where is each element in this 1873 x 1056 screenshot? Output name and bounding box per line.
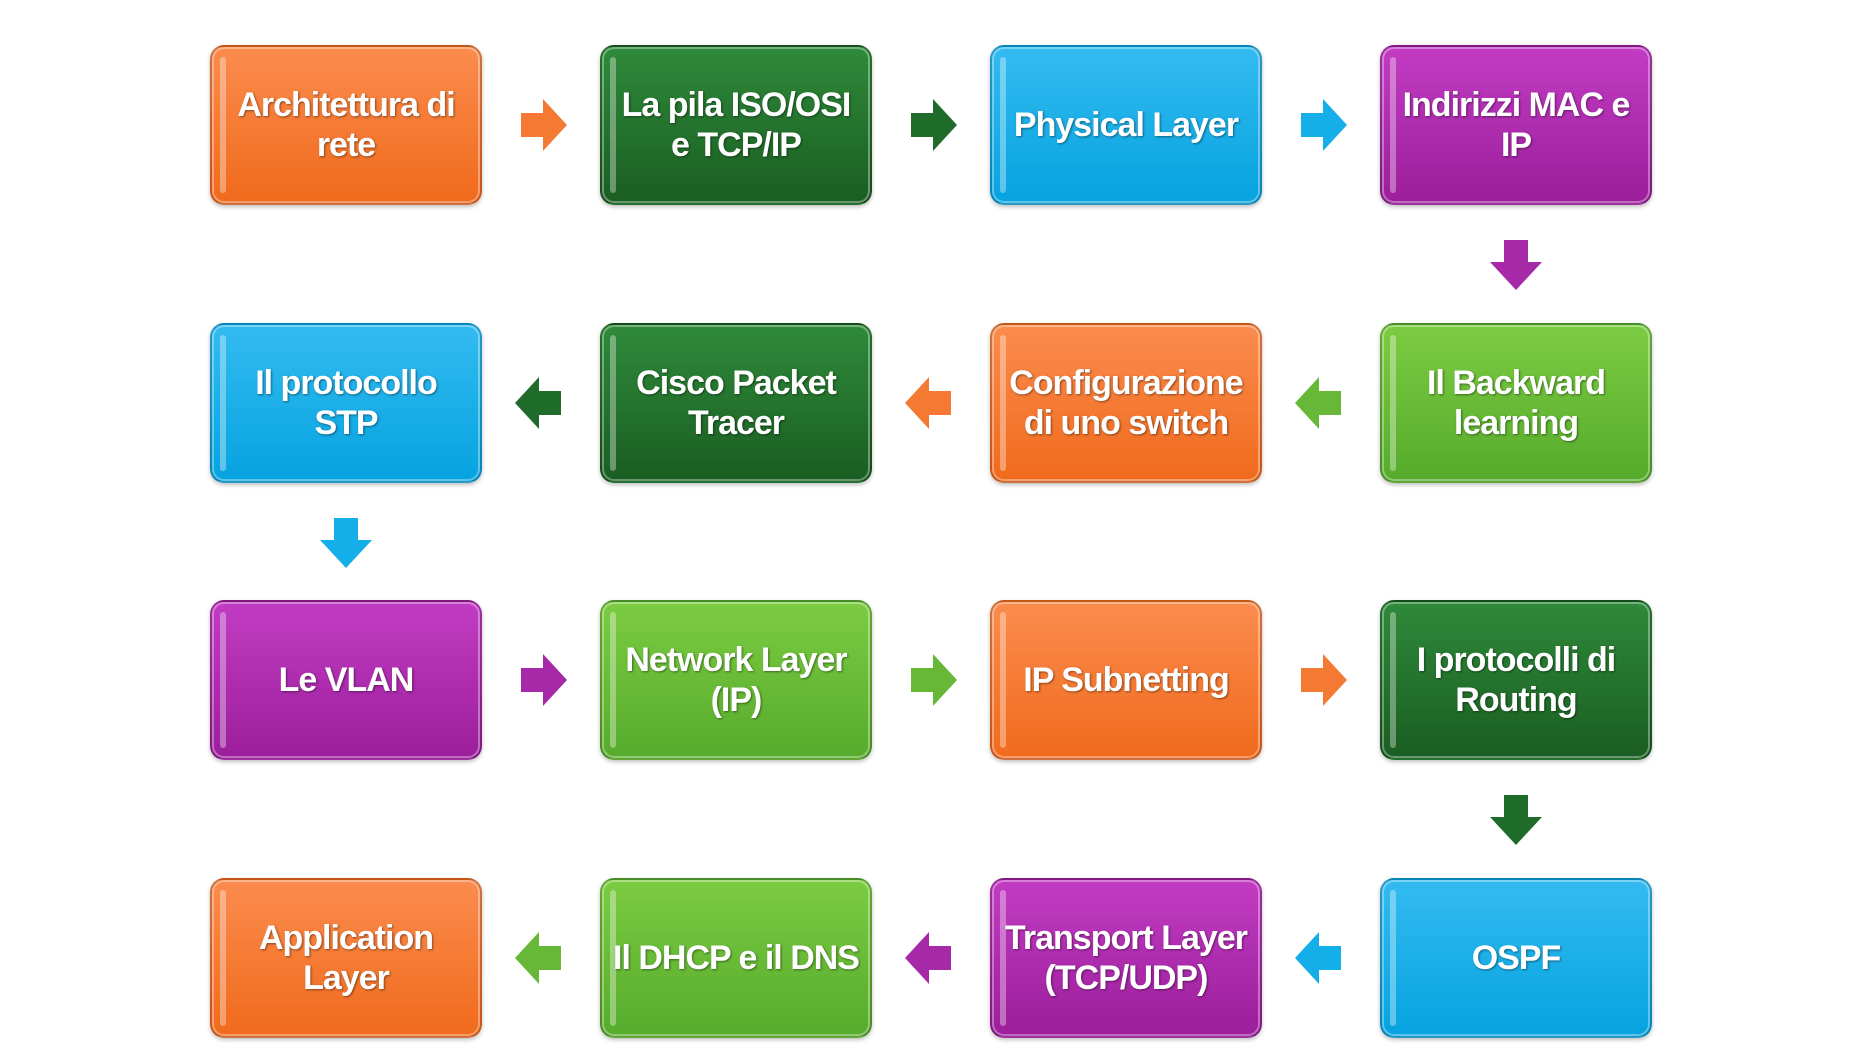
step-label: I protocolli di Routing [1416,641,1616,719]
arrow-right-icon [901,650,961,710]
step-label: Cisco Packet Tracer [636,364,837,442]
step-label: Le VLAN [278,661,415,699]
step-label: Network Layer (IP) [625,641,847,719]
step-ip-subnetting: IP Subnetting [990,600,1262,760]
step-cisco-packet-tracer: Cisco Packet Tracer [600,323,872,483]
step-label: La pila ISO/OSI e TCP/IP [621,86,852,164]
step-label: Il Backward learning [1427,364,1606,442]
step-label: Configurazione di uno switch [1009,364,1243,442]
step-protocolli-routing: I protocolli di Routing [1380,600,1652,760]
step-ospf: OSPF [1380,878,1652,1038]
step-label: Architettura di rete [237,86,455,164]
step-dhcp-dns: Il DHCP e il DNS [600,878,872,1038]
step-label: Il DHCP e il DNS [613,939,860,977]
step-label: IP Subnetting [1023,661,1229,699]
arrow-left-icon [1291,928,1351,988]
arrow-right-icon [1291,650,1351,710]
step-indirizzi-mac-ip: Indirizzi MAC e IP [1380,45,1652,205]
arrow-right-icon [1291,95,1351,155]
step-vlan: Le VLAN [210,600,482,760]
arrow-down-icon [316,512,376,572]
arrow-down-icon [1486,234,1546,294]
step-transport-layer: Transport Layer (TCP/UDP) [990,878,1262,1038]
step-configurazione-switch: Configurazione di uno switch [990,323,1262,483]
step-application-layer: Application Layer [210,878,482,1038]
arrow-right-icon [511,650,571,710]
step-pila-iso-osi: La pila ISO/OSI e TCP/IP [600,45,872,205]
step-physical-layer: Physical Layer [990,45,1262,205]
step-label: Physical Layer [1013,106,1239,144]
arrow-right-icon [511,95,571,155]
step-protocollo-stp: Il protocollo STP [210,323,482,483]
arrow-left-icon [1291,373,1351,433]
arrow-left-icon [901,373,961,433]
arrow-left-icon [511,373,571,433]
step-network-layer: Network Layer (IP) [600,600,872,760]
step-label: Transport Layer (TCP/UDP) [1005,919,1248,997]
arrow-right-icon [901,95,961,155]
step-label: Indirizzi MAC e IP [1402,86,1631,164]
step-label: OSPF [1471,939,1562,977]
arrow-left-icon [511,928,571,988]
step-label: Il protocollo STP [255,364,438,442]
step-backward-learning: Il Backward learning [1380,323,1652,483]
arrow-left-icon [901,928,961,988]
arrow-down-icon [1486,789,1546,849]
step-architettura-di-rete: Architettura di rete [210,45,482,205]
step-label: Application Layer [258,919,434,997]
